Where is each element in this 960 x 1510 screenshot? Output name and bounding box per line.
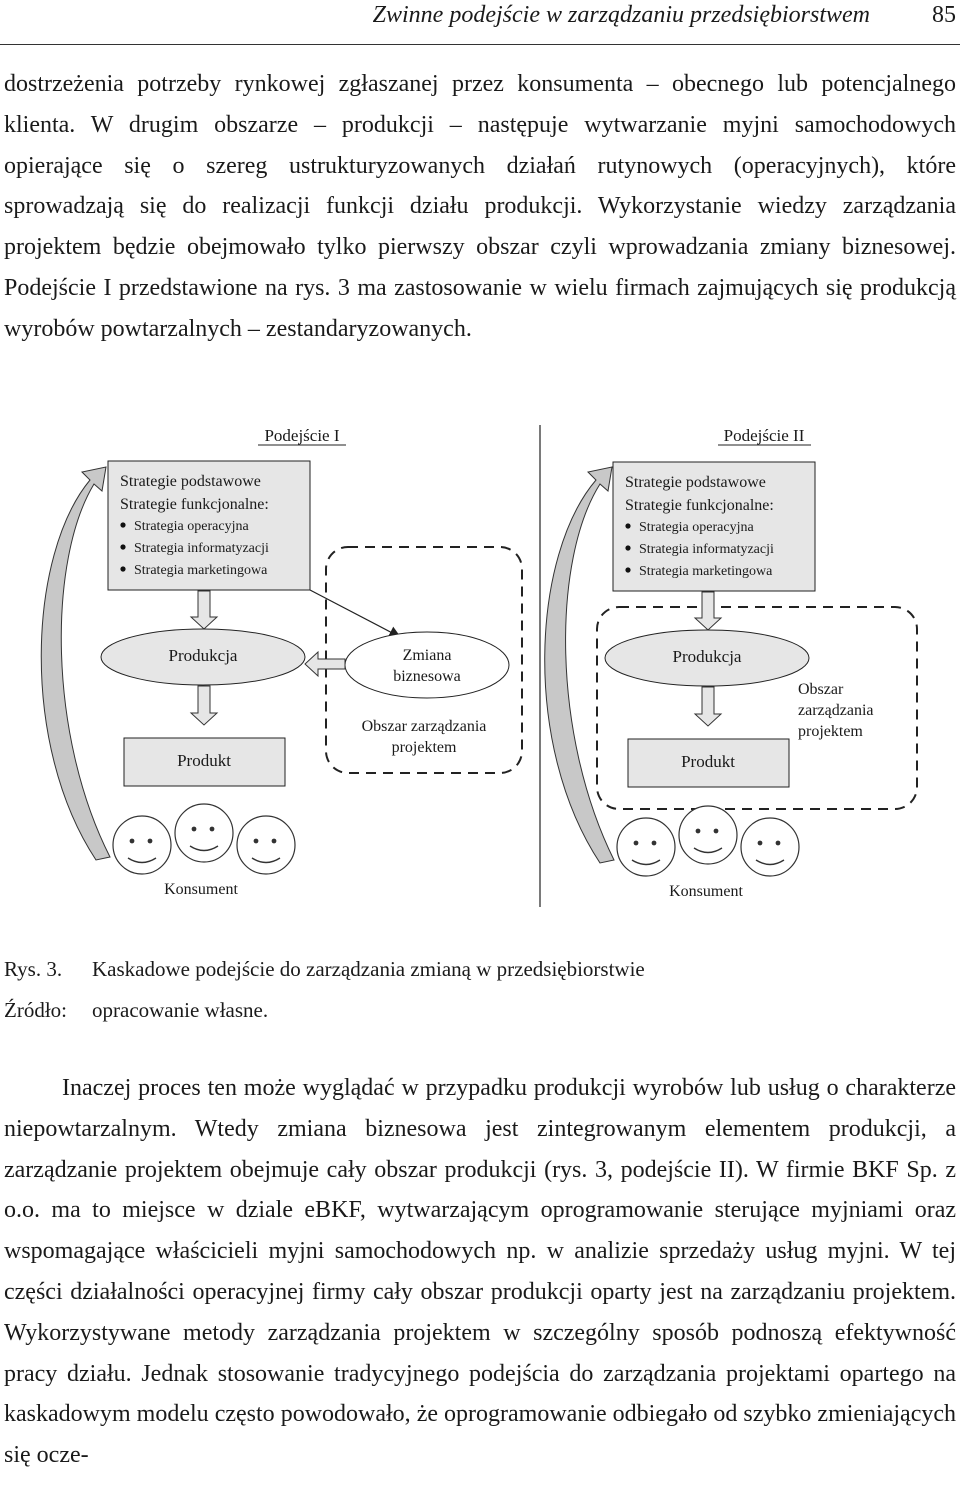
source-label: Źródło: xyxy=(4,998,67,1022)
left-pm-line1: Obszar zarządzania xyxy=(362,718,487,735)
left-product-box xyxy=(123,737,286,787)
left-approach-title: Podejście I xyxy=(264,426,339,445)
left-consumer-label: Konsument xyxy=(164,881,238,898)
right-bullet-2: Strategia informatyzacji xyxy=(639,542,774,557)
figure-3: Podejście I Strategie podstawowe Strateg… xyxy=(0,415,960,920)
page-number: 85 xyxy=(932,2,956,28)
right-pm-area xyxy=(596,606,918,810)
right-production-ellipse xyxy=(604,629,810,687)
smiley-icon xyxy=(678,805,738,865)
right-production-label: Produkcja xyxy=(673,647,742,666)
bullet-icon xyxy=(625,545,631,551)
left-product-label: Produkt xyxy=(177,751,231,770)
caption-text: Kaskadowe podejście do zarządzania zmian… xyxy=(92,957,645,981)
left-bullet-1: Strategia operacyjna xyxy=(134,519,249,534)
left-change-ellipse xyxy=(344,631,510,699)
left-consumer-group xyxy=(112,803,296,875)
right-consumer-group xyxy=(616,805,800,877)
running-title: Zwinne podejście w zarządzaniu przedsięb… xyxy=(372,2,870,28)
left-strategy-box xyxy=(107,460,311,591)
right-strategy-box xyxy=(612,461,816,592)
left-arrow-strategy-production xyxy=(189,590,219,630)
right-arrow-strategy-production xyxy=(693,591,723,631)
right-feedback-arrow xyxy=(544,466,615,864)
figure-caption: Rys. 3. Kaskadowe podejście do zarządzani… xyxy=(4,957,645,982)
left-arrow-strategy-change xyxy=(309,589,402,638)
left-pm-line2: projektem xyxy=(392,739,457,756)
left-change-line1: Zmiana xyxy=(403,647,452,664)
right-product-box xyxy=(627,738,790,788)
left-feedback-arrow xyxy=(40,466,111,861)
left-bullet-3: Strategia marketingowa xyxy=(134,563,268,578)
left-production-label: Produkcja xyxy=(169,646,238,665)
left-change-line2: biznesowa xyxy=(393,668,461,685)
right-consumer-label: Konsument xyxy=(669,883,743,900)
smiley-icon xyxy=(740,817,800,877)
right-approach-title: Podejście II xyxy=(724,426,805,445)
right-arrow-production-product xyxy=(693,686,723,727)
bullet-icon xyxy=(625,523,631,529)
left-bullet-2: Strategia informatyzacji xyxy=(134,541,269,556)
bullet-icon xyxy=(120,544,126,550)
left-production-ellipse xyxy=(100,628,306,686)
source-text: opracowanie własne. xyxy=(92,998,269,1022)
right-pm-line2: zarządzania xyxy=(798,702,873,719)
left-strategy-functional: Strategie funkcjonalne: xyxy=(120,496,269,513)
paragraph-1: dostrzeżenia potrzeby rynkowej zgłaszane… xyxy=(4,71,956,342)
left-arrow-production-product xyxy=(189,685,219,726)
cascade-diagram: Podejście I Strategie podstawowe Strateg… xyxy=(40,425,918,907)
right-product-label: Produkt xyxy=(681,752,735,771)
running-header: Zwinne podejście w zarządzaniu przedsięb… xyxy=(0,0,960,45)
smiley-icon xyxy=(616,817,676,877)
bullet-icon xyxy=(120,566,126,572)
left-strategy-basic: Strategie podstawowe xyxy=(120,473,261,490)
right-strategy-basic: Strategie podstawowe xyxy=(625,474,766,491)
smiley-icon xyxy=(236,815,296,875)
right-pm-line1: Obszar xyxy=(798,681,844,698)
right-strategy-functional: Strategie funkcjonalne: xyxy=(625,497,774,514)
right-bullet-3: Strategia marketingowa xyxy=(639,564,773,579)
bullet-icon xyxy=(120,522,126,528)
caption-label: Rys. 3. xyxy=(4,957,63,981)
left-arrow-change-production xyxy=(304,650,346,678)
smiley-icon xyxy=(174,803,234,863)
right-pm-line3: projektem xyxy=(798,723,863,740)
smiley-icon xyxy=(112,815,172,875)
bullet-icon xyxy=(625,567,631,573)
paragraph-2: Inaczej proces ten może wyglądać w przyp… xyxy=(4,1075,956,1469)
figure-source: Źródło: opracowanie własne. xyxy=(4,998,268,1023)
right-bullet-1: Strategia operacyjna xyxy=(639,520,754,535)
